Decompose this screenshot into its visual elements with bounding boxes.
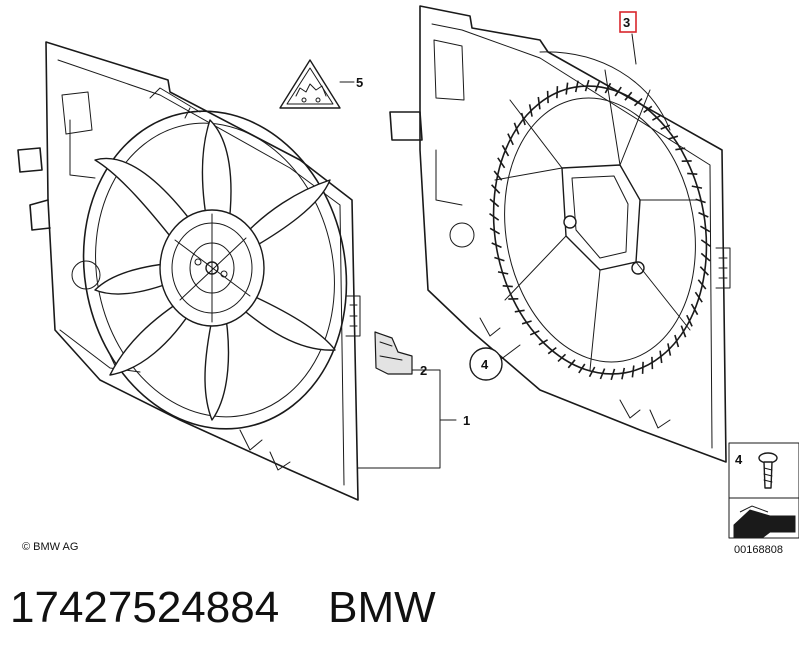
shroud-fin: [538, 339, 548, 346]
shroud-fin: [698, 211, 709, 218]
shroud-fin: [507, 133, 514, 146]
shroud-fin: [690, 303, 699, 316]
fan-shroud-right: [389, 5, 731, 463]
leader-lines: [339, 33, 637, 469]
shroud-fin: [686, 314, 693, 327]
shroud-fin: [652, 114, 662, 121]
shroud-fin: [514, 309, 525, 313]
shroud-fin: [546, 90, 549, 104]
shroud-fin: [631, 365, 635, 378]
shroud-fin: [667, 343, 672, 356]
shroud-fin: [547, 346, 557, 355]
shroud-fin: [491, 184, 501, 194]
callout-4: 4: [481, 357, 489, 372]
screw-detail-box: [728, 442, 799, 539]
shroud-fin: [528, 104, 533, 117]
shroud-fin: [614, 86, 622, 97]
shroud-fin: [491, 242, 502, 249]
shroud-fin: [556, 86, 559, 99]
shroud-fin: [599, 368, 606, 380]
shroud-fin: [700, 239, 711, 248]
shroud-fin: [697, 279, 707, 290]
brand-name: BMW: [328, 583, 436, 632]
shroud-fin: [489, 227, 501, 235]
shroud-fin: [687, 172, 698, 175]
callout-1: 1: [463, 413, 470, 428]
fan-assembly-left: [17, 41, 361, 501]
shroud-fin: [699, 225, 711, 233]
shroud-fin: [651, 356, 654, 370]
callout-4-box: 4: [735, 452, 743, 467]
shroud-fin: [621, 367, 626, 380]
shroud-fin: [520, 112, 526, 126]
shroud-fin: [497, 157, 506, 169]
callout-3: 3: [623, 15, 630, 30]
shroud-fin: [660, 124, 671, 130]
shroud-fin: [624, 91, 633, 101]
shroud-fin: [691, 185, 703, 189]
shroud-fin: [489, 198, 500, 208]
shroud-fin: [674, 334, 680, 348]
callout-3-highlight: 3: [619, 11, 637, 33]
callout-5: 5: [356, 75, 363, 90]
shroud-fin: [489, 212, 500, 221]
shroud-fin: [567, 359, 576, 369]
callout-2: 2: [420, 363, 427, 378]
shroud-fin: [494, 256, 505, 262]
shroud-fin: [641, 361, 644, 374]
shroud-fin: [588, 366, 596, 378]
bracket-part-2: [374, 331, 413, 375]
shroud-fin: [694, 291, 703, 303]
diagram-code: 00168808: [734, 544, 783, 556]
part-caption: 17427524884 BMW: [10, 586, 436, 630]
shroud-fin: [513, 122, 520, 135]
copyright-notice: © BMW AG: [22, 541, 79, 553]
shroud-fin: [659, 350, 663, 364]
shroud-fin: [502, 285, 513, 288]
shroud-fin: [668, 135, 679, 140]
warning-label-part-5: [279, 59, 341, 109]
shroud-fin: [594, 80, 601, 92]
shroud-fin: [574, 80, 579, 93]
shroud-fin: [529, 330, 540, 336]
shroud-fin: [680, 325, 687, 338]
shroud-fin: [584, 79, 590, 92]
shroud-fin: [578, 363, 586, 374]
shroud-fin: [610, 368, 616, 381]
shroud-fin: [700, 252, 711, 262]
shroud-fin: [633, 98, 643, 107]
callout-4-circle: 4: [469, 347, 503, 381]
shroud-fin: [699, 266, 709, 276]
shroud-fins: [489, 79, 711, 381]
part-number: 17427524884: [10, 583, 280, 632]
shroud-fin: [501, 144, 510, 157]
shroud-fin: [497, 271, 509, 275]
shroud-fin: [557, 353, 567, 362]
shroud-fin: [643, 105, 653, 114]
shroud-fin: [521, 320, 532, 325]
shroud-fin: [537, 96, 541, 110]
shroud-fin: [675, 147, 686, 151]
shroud-fin: [565, 82, 569, 95]
orientation-arrow-icon: [733, 509, 796, 539]
